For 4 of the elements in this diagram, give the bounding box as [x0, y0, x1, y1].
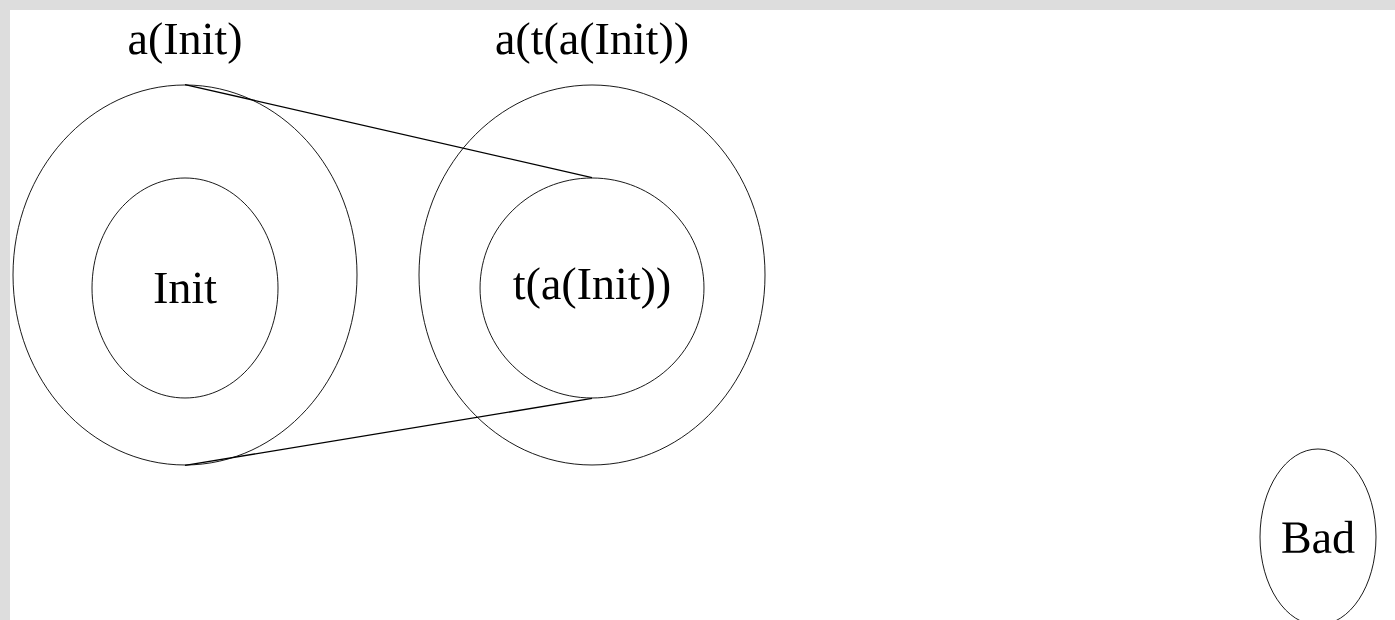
ellipse-heading: a(Init) — [129, 22, 241, 64]
ellipse-heading: a(t(a(Init)) — [496, 22, 688, 64]
connector-line — [184, 83, 593, 179]
connector-line — [184, 397, 593, 467]
